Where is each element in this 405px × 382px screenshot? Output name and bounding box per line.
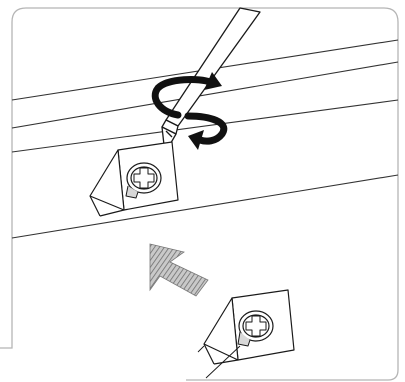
loose-corner-bracket	[198, 290, 294, 378]
panel-frame	[0, 8, 398, 380]
hatched-arrow-icon	[150, 244, 208, 296]
mounted-corner-bracket	[90, 142, 178, 216]
